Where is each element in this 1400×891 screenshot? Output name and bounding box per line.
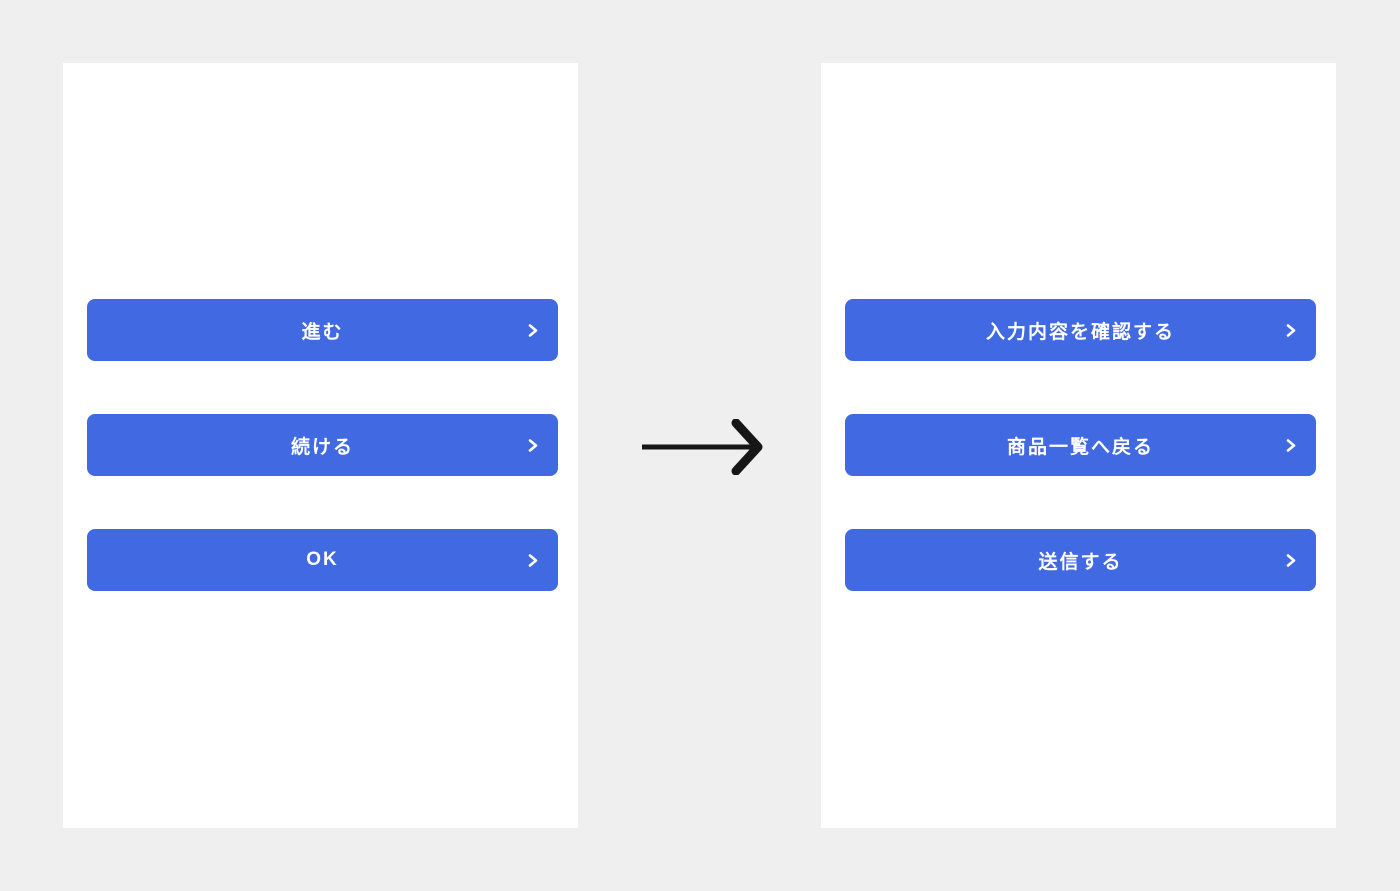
confirm-input-button[interactable]: 入力内容を確認する xyxy=(845,299,1316,361)
ok-button[interactable]: OK xyxy=(87,529,558,591)
right-screen-panel: 入力内容を確認する 商品一覧へ戻る 送信する xyxy=(821,63,1336,828)
ok-button-label: OK xyxy=(306,549,339,570)
left-screen-panel: 進む 続ける OK xyxy=(63,63,578,828)
submit-button[interactable]: 送信する xyxy=(845,529,1316,591)
proceed-button-label: 進む xyxy=(301,321,344,343)
back-to-product-list-button-label: 商品一覧へ戻る xyxy=(1006,436,1154,458)
left-button-stack: 進む 続ける OK xyxy=(87,299,558,591)
chevron-right-icon xyxy=(1282,437,1298,453)
chevron-right-icon xyxy=(524,437,540,453)
chevron-right-icon xyxy=(524,322,540,338)
arrow-right-icon xyxy=(639,419,763,475)
chevron-right-icon xyxy=(1282,322,1298,338)
right-button-stack: 入力内容を確認する 商品一覧へ戻る 送信する xyxy=(845,299,1316,591)
chevron-right-icon xyxy=(524,552,540,568)
proceed-button[interactable]: 進む xyxy=(87,299,558,361)
back-to-product-list-button[interactable]: 商品一覧へ戻る xyxy=(845,414,1316,476)
submit-button-label: 送信する xyxy=(1038,551,1123,573)
continue-button-label: 続ける xyxy=(290,436,354,458)
continue-button[interactable]: 続ける xyxy=(87,414,558,476)
chevron-right-icon xyxy=(1282,552,1298,568)
confirm-input-button-label: 入力内容を確認する xyxy=(985,321,1175,343)
